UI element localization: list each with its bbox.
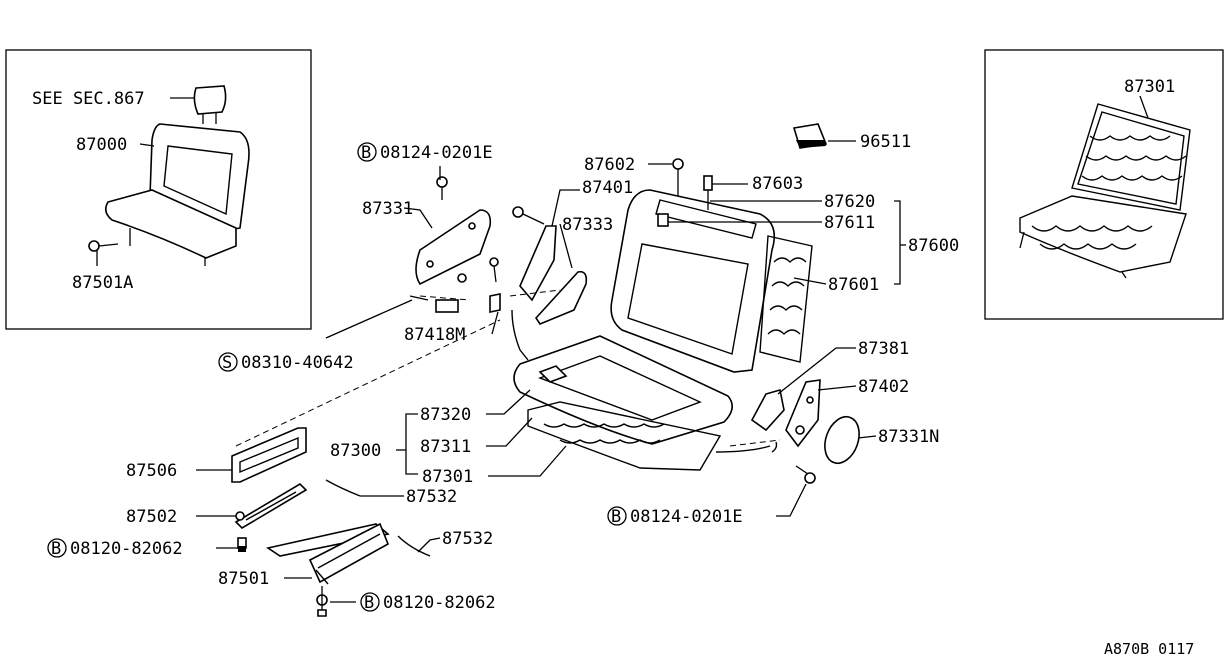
- label-96511: 96511: [860, 132, 911, 152]
- label-87381: 87381: [858, 339, 909, 359]
- label-87603: 87603: [752, 174, 803, 194]
- seat-frame-cushion-icon: [1019, 195, 1187, 273]
- seat-cushion-frame-icon: [527, 401, 722, 471]
- label-87331n: 87331N: [878, 427, 939, 447]
- part-87331n-icon: [824, 415, 860, 465]
- label-87320: 87320: [420, 405, 471, 425]
- inset-right: 87301: [984, 49, 1224, 320]
- hinge-right: [750, 379, 860, 484]
- leader-lines: [196, 140, 906, 603]
- labels: B 08124-0201E 87331 87602 87401 87603 87…: [47, 132, 1194, 658]
- label-87620: 87620: [824, 192, 875, 212]
- inset-left: SEE SEC.867 87000 87501A: [5, 49, 312, 330]
- prefix-s: S: [222, 353, 232, 373]
- label-87301: 87301: [422, 467, 473, 487]
- label-08310-40642: 08310-40642: [241, 353, 354, 373]
- prefix-b-left: B: [51, 539, 61, 559]
- label-see-sec: SEE SEC.867: [32, 89, 145, 109]
- seat-back-main: [610, 189, 813, 373]
- prefix-b-bottom-circle: [360, 592, 380, 612]
- label-87333: 87333: [562, 215, 613, 235]
- inset-left-frame: [5, 49, 312, 330]
- part-87532-a-icon: [325, 479, 361, 497]
- part-87501-rail-icon: [265, 523, 390, 557]
- label-87401: 87401: [582, 178, 633, 198]
- label-87331: 87331: [362, 199, 413, 219]
- prefix-b-top-circle: [357, 142, 377, 162]
- seat-cushion-main: [513, 335, 771, 471]
- label-08124-0201e-top: 08124-0201E: [380, 143, 493, 163]
- part-87402-icon: [785, 379, 821, 448]
- part-87418m-icon: [435, 299, 459, 313]
- part-87506-icon: [231, 427, 307, 483]
- diagram-code: A870B 0117: [1104, 640, 1194, 658]
- bolt-top-icon: [436, 176, 448, 188]
- part-87333-icon: [534, 270, 588, 325]
- label-87532-b: 87532: [442, 529, 493, 549]
- label-87402: 87402: [858, 377, 909, 397]
- hinge-left: [409, 176, 588, 361]
- label-87418m: 87418M: [404, 325, 465, 345]
- prefix-b-right-circle: [607, 506, 627, 526]
- label-08124-0201e-bottom: 08124-0201E: [630, 507, 743, 527]
- label-87601: 87601: [828, 275, 879, 295]
- label-87600: 87600: [908, 236, 959, 256]
- part-87602-icon: [672, 158, 684, 170]
- label-08120-82062-bottom: 08120-82062: [383, 593, 496, 613]
- label-87000: 87000: [76, 135, 127, 155]
- prefix-b-top: B: [361, 143, 371, 163]
- part-87532-b-icon: [397, 535, 431, 557]
- label-87611: 87611: [824, 213, 875, 233]
- seat-back-springs-icon: [759, 235, 813, 363]
- part-87381-icon: [750, 388, 785, 432]
- label-87501: 87501: [218, 569, 269, 589]
- bolt-icon: [88, 240, 100, 252]
- prefix-b-right: B: [611, 507, 621, 527]
- inset-right-frame: [984, 49, 1224, 320]
- seat-cushion-cover-icon: [513, 335, 733, 445]
- prefix-b-left-circle: [47, 538, 67, 558]
- label-87301-inset: 87301: [1124, 77, 1175, 97]
- headrest-icon: [193, 85, 227, 115]
- top-small-parts: [672, 123, 828, 210]
- label-87602: 87602: [584, 155, 635, 175]
- label-87506: 87506: [126, 461, 177, 481]
- prefix-s-circle: [218, 352, 238, 372]
- label-87501a: 87501A: [72, 273, 133, 293]
- label-87311: 87311: [420, 437, 471, 457]
- label-87300: 87300: [330, 441, 381, 461]
- part-87611-icon: [657, 213, 669, 227]
- slide-rails: [231, 427, 431, 617]
- prefix-b-bottom: B: [364, 593, 374, 613]
- label-87532-a: 87532: [406, 487, 457, 507]
- seat-frame-back-icon: [1071, 103, 1191, 211]
- label-08120-82062-left: 08120-82062: [70, 539, 183, 559]
- label-87502: 87502: [126, 507, 177, 527]
- bolt-right-icon: [804, 472, 816, 484]
- part-87401-icon: [519, 225, 557, 302]
- part-87603-icon: [703, 175, 713, 191]
- seat-cushion-icon: [104, 189, 237, 259]
